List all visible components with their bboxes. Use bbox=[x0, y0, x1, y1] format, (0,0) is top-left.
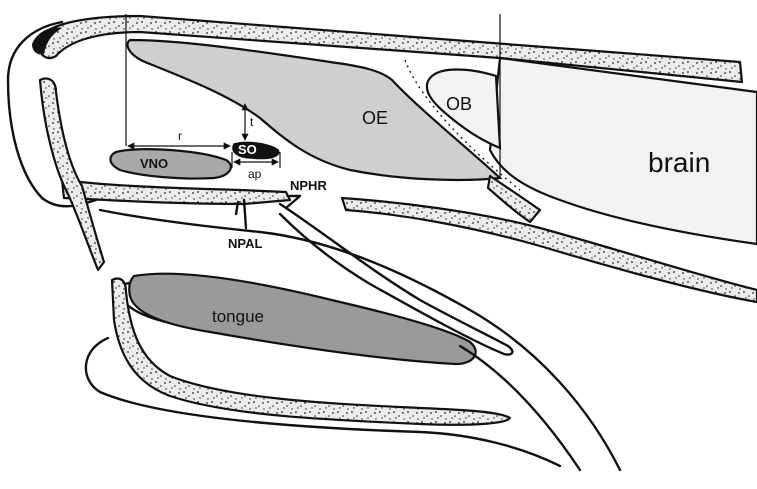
nasal-floor-bone bbox=[62, 180, 290, 204]
label-so: SO bbox=[238, 142, 257, 157]
tongue bbox=[129, 274, 475, 364]
label-brain: brain bbox=[648, 147, 710, 178]
label-nphr: NPHR bbox=[290, 178, 327, 193]
label-npal: NPAL bbox=[228, 236, 262, 251]
label-r: r bbox=[178, 129, 182, 143]
vomeronasal-organ bbox=[110, 149, 230, 178]
throat-outline bbox=[460, 346, 580, 470]
anterior-vertical-bone bbox=[40, 79, 104, 271]
label-vno: VNO bbox=[140, 156, 168, 171]
label-t: t bbox=[250, 115, 254, 129]
label-tongue: tongue bbox=[212, 307, 264, 326]
label-ob: OB bbox=[446, 94, 472, 114]
label-ap: ap bbox=[248, 167, 262, 181]
label-oe: OE bbox=[362, 108, 388, 128]
